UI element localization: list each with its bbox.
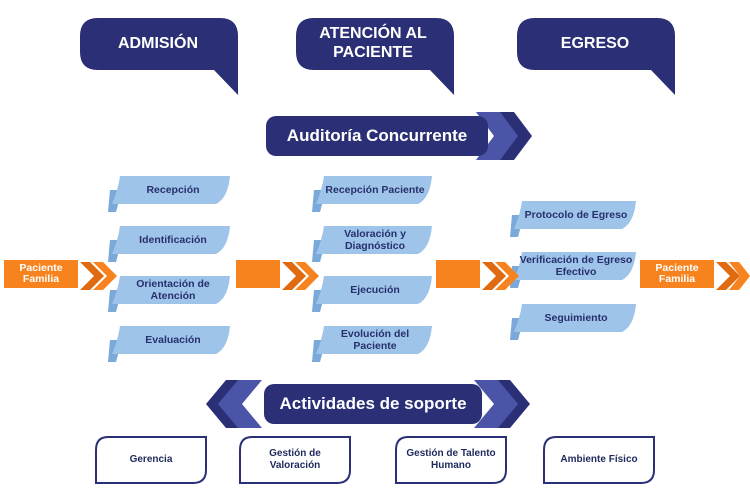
step-card-3-1 bbox=[510, 201, 636, 237]
header-egreso: EGRESO bbox=[560, 34, 630, 52]
step-card-3-3 bbox=[510, 304, 636, 340]
step-card-1-4 bbox=[108, 326, 230, 362]
step-protocolo: Protocolo de Egreso bbox=[524, 209, 628, 221]
flow-start-box bbox=[4, 260, 117, 290]
support-ambiente-fisico: Ambiente Físico bbox=[560, 454, 638, 465]
step-seguimiento: Seguimiento bbox=[544, 312, 608, 324]
column-2-cards bbox=[312, 176, 432, 362]
flow-start-label: Paciente Familia bbox=[19, 262, 63, 285]
column-1-cards bbox=[108, 176, 230, 362]
header-atencion: ATENCIÓN AL PACIENTE bbox=[319, 25, 427, 61]
step-recepcion-paciente: Recepción Paciente bbox=[325, 184, 425, 196]
step-card-2-4 bbox=[312, 326, 432, 362]
step-card-1-2 bbox=[108, 226, 230, 262]
step-recepcion: Recepción bbox=[146, 184, 200, 196]
column-3-cards bbox=[510, 201, 636, 340]
step-card-1-3 bbox=[108, 276, 230, 312]
step-ejecucion: Ejecución bbox=[350, 284, 400, 296]
flow-end-box bbox=[640, 260, 750, 290]
header-bubble-egreso bbox=[517, 18, 675, 95]
flow-connector-1 bbox=[236, 260, 319, 290]
step-card-2-2 bbox=[312, 226, 432, 262]
support-bubbles bbox=[95, 436, 655, 484]
step-card-1-1 bbox=[108, 176, 230, 212]
support-talento-humano: Gestión de Talento Humano bbox=[406, 448, 496, 471]
step-verificacion: Verificación de Egreso Efectivo bbox=[519, 254, 633, 278]
support-banner-shape bbox=[206, 380, 530, 428]
support-banner: Actividades de soporte bbox=[279, 394, 467, 413]
header-bubble-admision bbox=[80, 18, 238, 95]
step-evolucion: Evolución del Paciente bbox=[340, 328, 410, 352]
step-orientacion: Orientación de Atención bbox=[136, 278, 210, 302]
flow-end-label: Paciente Familia bbox=[655, 262, 699, 285]
step-card-2-3 bbox=[312, 276, 432, 312]
flow-connector-2 bbox=[436, 260, 519, 290]
support-gestion-valoracion: Gestión de Valoración bbox=[269, 448, 321, 471]
step-valoracion: Valoración y Diagnóstico bbox=[344, 228, 406, 252]
header-bubble-atencion bbox=[296, 18, 454, 95]
audit-banner: Auditoría Concurrente bbox=[286, 126, 468, 145]
audit-banner-shape bbox=[266, 112, 532, 160]
step-identificacion: Identificación bbox=[139, 234, 207, 246]
step-evaluacion: Evaluación bbox=[145, 334, 201, 346]
support-gerencia: Gerencia bbox=[129, 454, 173, 465]
header-admision: ADMISIÓN bbox=[118, 34, 198, 52]
step-card-2-1 bbox=[312, 176, 432, 212]
